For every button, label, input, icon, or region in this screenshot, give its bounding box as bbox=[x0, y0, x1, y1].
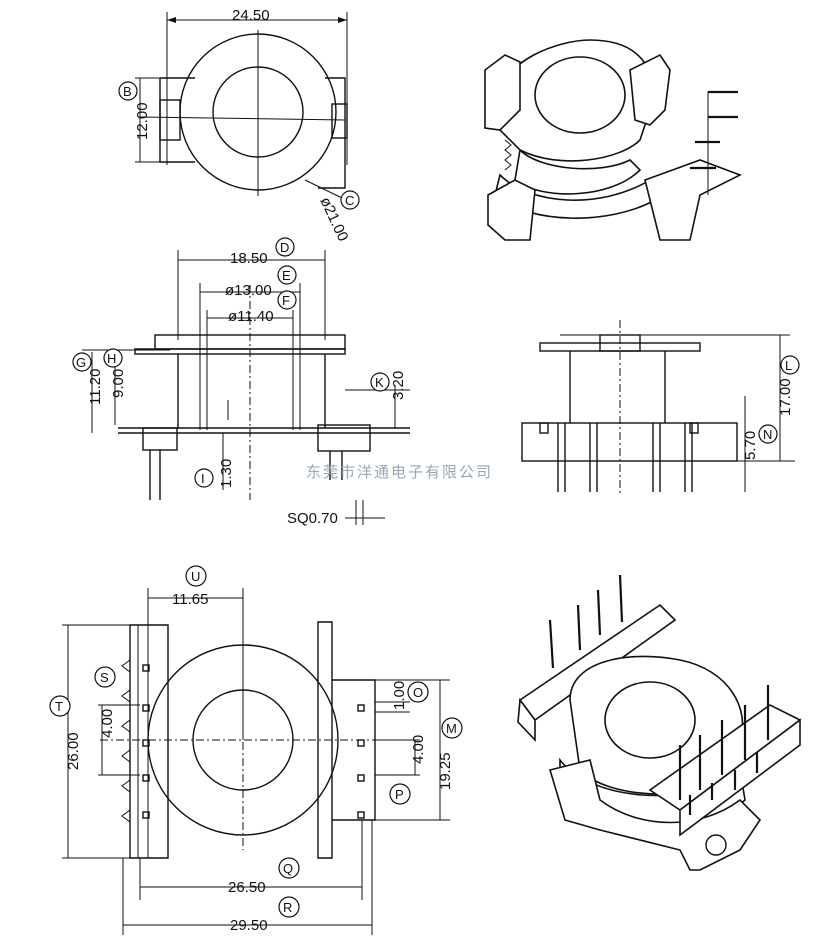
dim-sq-0-70: SQ0.70 bbox=[287, 510, 338, 527]
dim-26-50: 26.50 bbox=[228, 879, 266, 896]
side-view: 17.00 L 5.70 N bbox=[521, 320, 800, 495]
bottom-view: 11.65 U 26.00 T 4.00 bbox=[49, 565, 463, 935]
dim-o-1-00: 1.00 bbox=[391, 681, 408, 710]
dim-p-4-00: 4.00 bbox=[410, 735, 427, 764]
label-n: N bbox=[763, 427, 772, 442]
label-g: G bbox=[76, 355, 86, 370]
top-view: 24.50 12.00 B ø21.00 C bbox=[118, 7, 360, 244]
label-u: U bbox=[191, 569, 200, 584]
label-d: D bbox=[280, 240, 289, 255]
dim-17-00: 17.00 bbox=[777, 378, 794, 416]
isometric-view-top bbox=[484, 39, 742, 241]
front-view: 18.50 D ø13.00 E ø11.40 F bbox=[72, 237, 410, 527]
label-i: I bbox=[201, 471, 205, 486]
label-o: O bbox=[413, 685, 423, 700]
dim-dia-11-40: ø11.40 bbox=[228, 308, 274, 325]
dim-s-4-00: 4.00 bbox=[99, 709, 116, 738]
label-e: E bbox=[282, 268, 291, 283]
label-h: H bbox=[107, 351, 116, 366]
label-m: M bbox=[446, 721, 457, 736]
dim-29-50: 29.50 bbox=[230, 917, 268, 934]
dim-5-70: 5.70 bbox=[742, 431, 759, 460]
label-s: S bbox=[100, 670, 109, 685]
label-l: L bbox=[785, 358, 792, 373]
dim-11-65: 11.65 bbox=[172, 591, 208, 608]
dim-24-50: 24.50 bbox=[232, 7, 270, 24]
isometric-view-bottom bbox=[517, 574, 802, 871]
label-c: C bbox=[345, 193, 354, 208]
dim-19-25: 19.25 bbox=[437, 752, 454, 790]
dim-11-20: 11.20 bbox=[87, 369, 104, 405]
company-watermark: 东莞市洋通电子有限公司 bbox=[306, 464, 493, 481]
label-t: T bbox=[55, 699, 63, 714]
dim-dia-13: ø13.00 bbox=[225, 282, 272, 299]
dim-9-00: 9.00 bbox=[110, 369, 127, 398]
label-p: P bbox=[395, 787, 404, 802]
label-q: Q bbox=[283, 861, 293, 876]
label-r: R bbox=[283, 900, 292, 915]
label-k: K bbox=[375, 375, 384, 390]
dim-18-50: 18.50 bbox=[230, 250, 268, 267]
label-b: B bbox=[123, 84, 132, 99]
dim-12-00: 12.00 bbox=[134, 102, 151, 140]
dim-26-00: 26.00 bbox=[65, 732, 82, 770]
side-pins bbox=[557, 423, 693, 492]
dim-3-20: 3.20 bbox=[390, 371, 407, 400]
label-f: F bbox=[282, 293, 290, 308]
dim-1-30: 1.30 bbox=[218, 459, 235, 488]
